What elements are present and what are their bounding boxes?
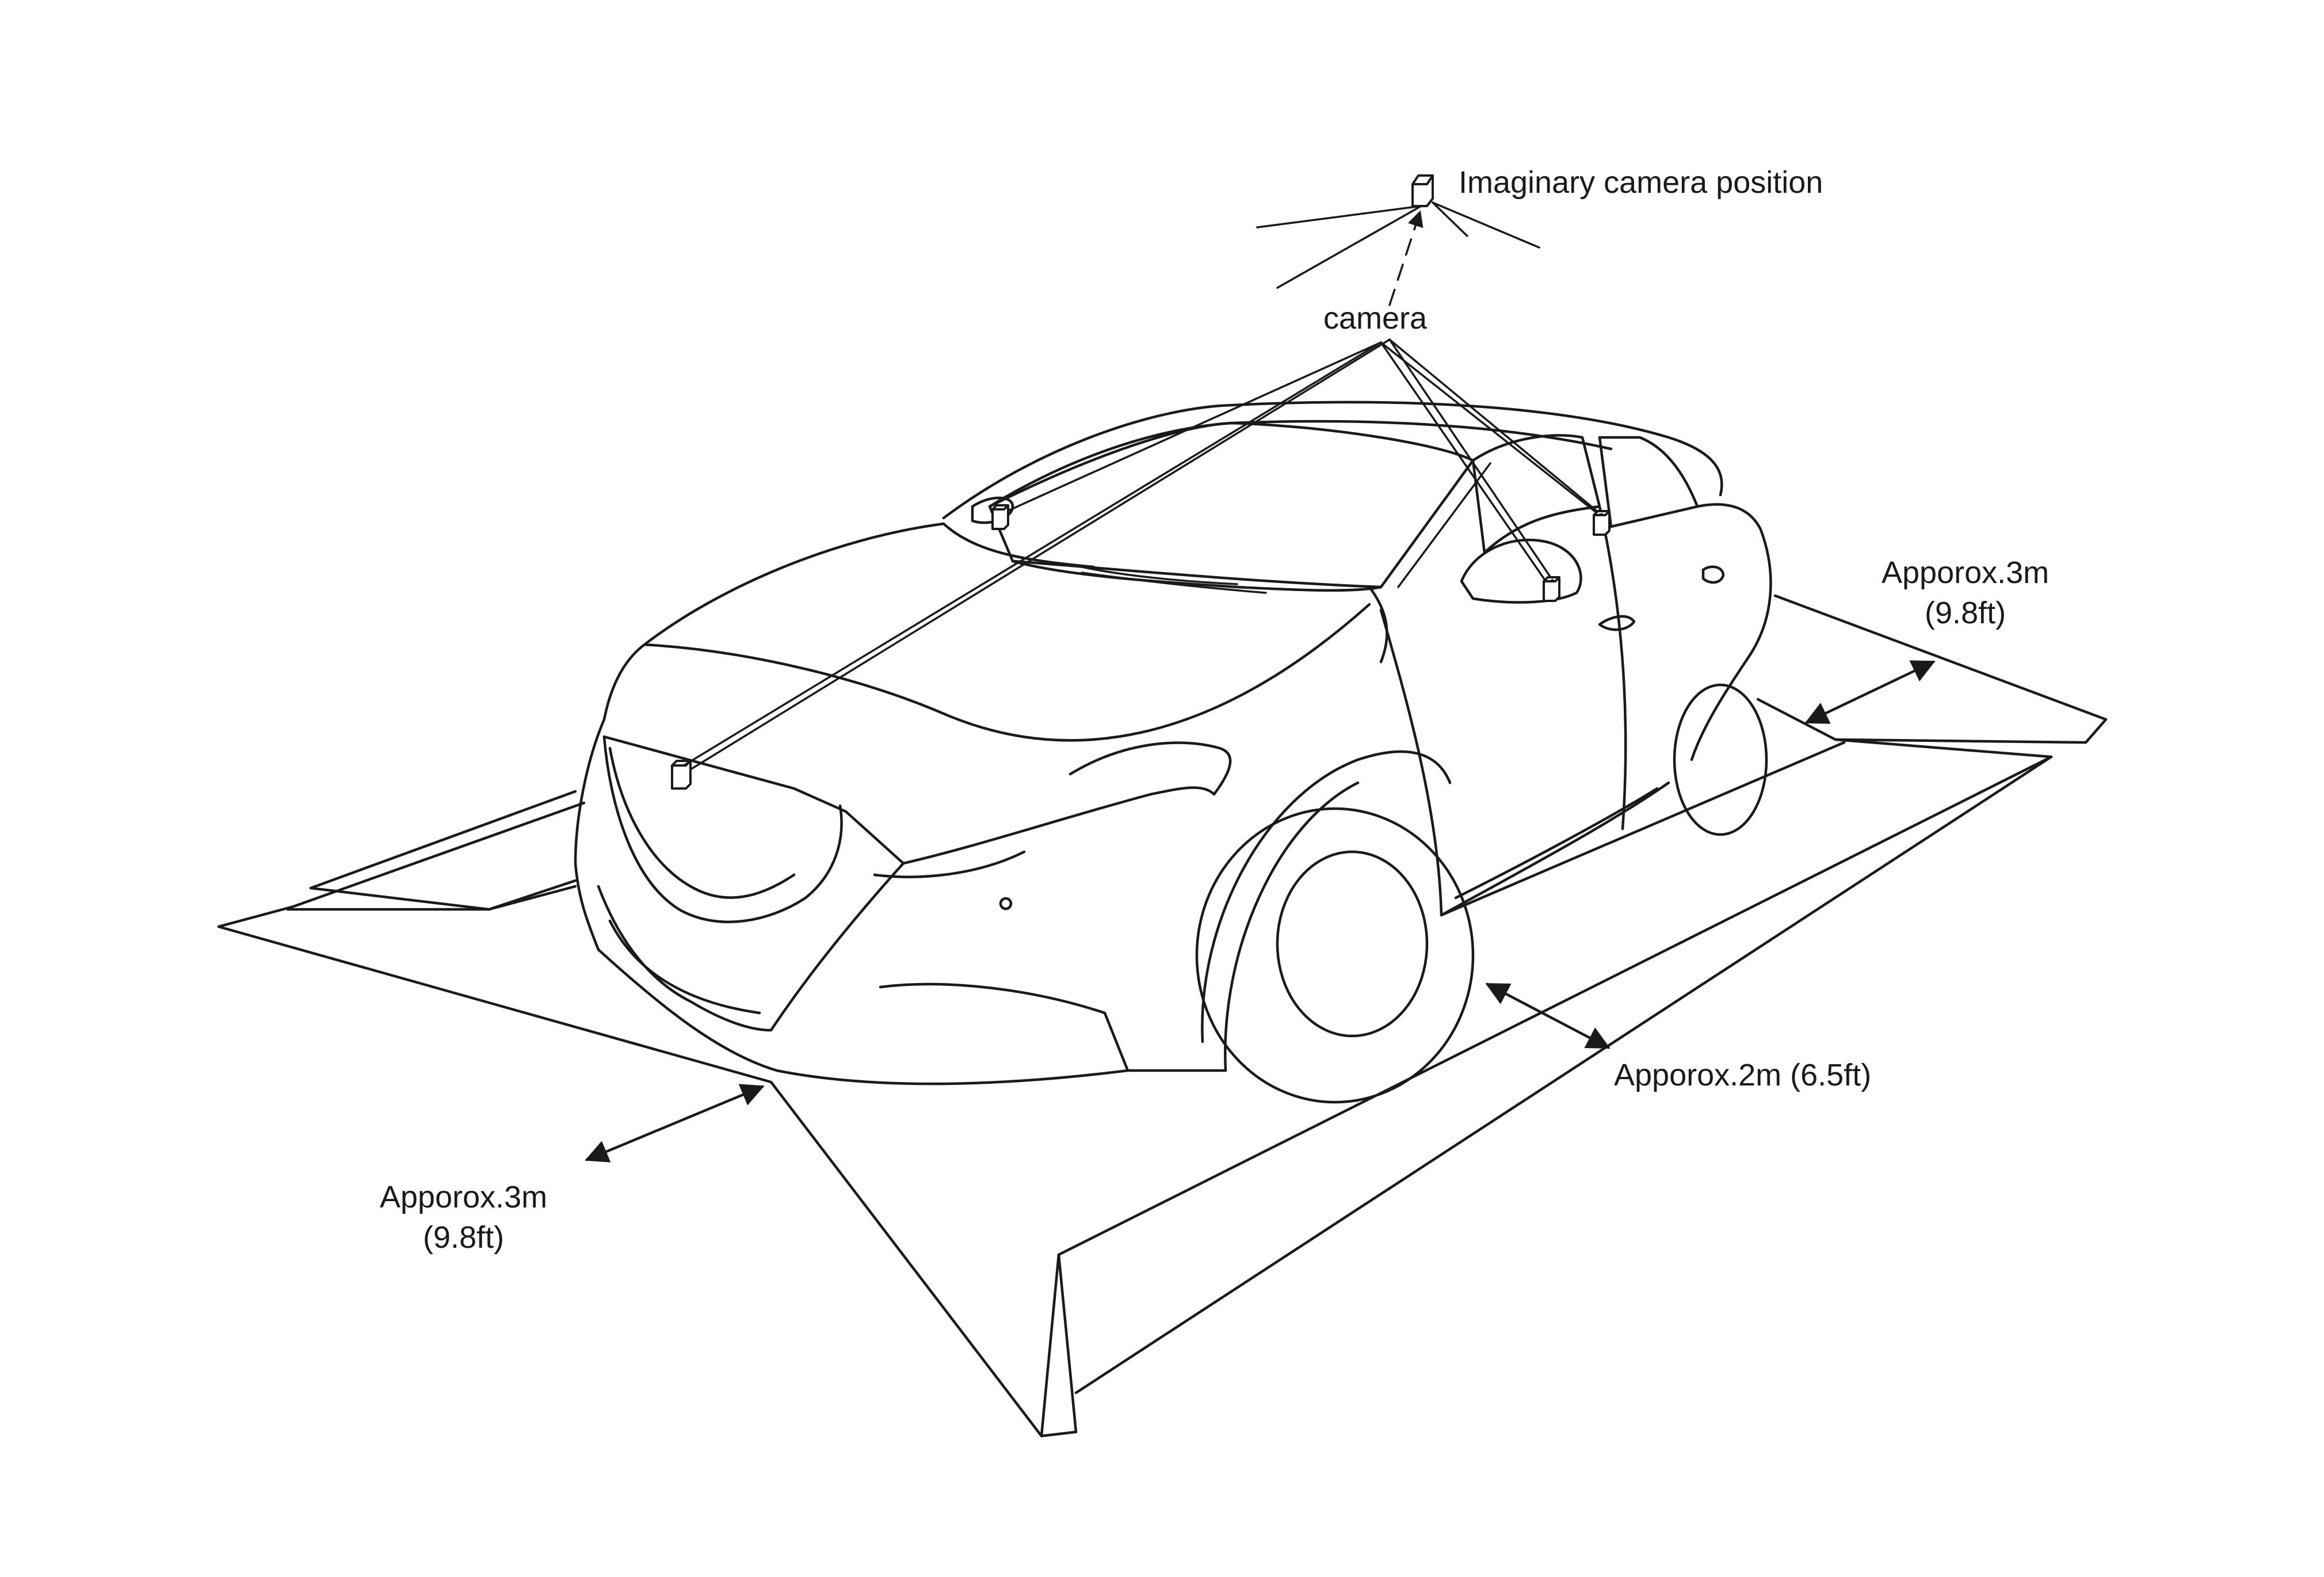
front-left-inner [309,790,577,890]
side-window-rear [1598,436,1699,528]
fuel-cap [1701,565,1725,584]
front-range-arrow [585,1084,765,1163]
view-ray-right [1432,201,1468,237]
headlight [902,786,1216,865]
side-inner-line [1440,741,1846,917]
dimension-arrows [585,660,1936,1163]
rear-zone-inner [1756,698,1837,741]
front-camera-icon [671,760,692,790]
rear-fender [1690,503,1772,761]
front-wheel-arch [1201,750,1452,1043]
rear-zone-outline [1773,594,2108,744]
parking-sensor [999,897,1013,911]
fog-light [879,982,1129,1072]
car-roofline [942,401,1723,520]
front-inner-edge [487,879,577,911]
side-coverage-bottom [1074,755,2053,1395]
side-range-label: Apporox.2m (6.5ft) [1614,1058,1872,1092]
rear-range-line2: (9.8ft) [1925,596,2006,631]
front-range-line1: Apporox.3m [380,1180,548,1214]
imaginary-camera-group [1256,174,1540,306]
side-window-front [1471,434,1601,554]
imaginary-camera-icon [1411,174,1434,207]
front-left-edge [309,886,491,911]
lower-grille [597,862,905,1032]
view-ray-right-far [1432,201,1540,249]
hood-outline [602,522,945,721]
windshield [988,421,1475,589]
side-coverage-front-edge [1040,1253,1060,1438]
callout-right-camera [1380,341,1549,585]
grille [602,735,843,924]
front-coverage-outer [217,925,1078,1438]
left-side-mirror [971,496,1014,524]
front-fascia [574,718,606,951]
side-range-arrow [1485,982,1611,1049]
callout-left-camera [997,341,1382,516]
door-handle-front [1598,615,1636,631]
side-sill [1440,781,1670,917]
imaginary-camera-label: Imaginary camera position [1459,165,1823,200]
view-ray-left-low [1276,205,1422,289]
rear-camera-icon [1593,510,1611,536]
coverage-zones [217,594,2108,1438]
door-line [1379,608,1443,917]
rear-tire [1673,683,1768,836]
callout-front-camera [678,341,1382,770]
front-range-label: Apporox.3m (9.8ft) [380,1177,547,1258]
camera-label: camera [1323,301,1428,336]
rear-range-label: Apporox.3m (9.8ft) [1882,553,2049,633]
right-side-mirror [1460,538,1582,604]
front-range-line2: (9.8ft) [423,1220,505,1255]
right-mirror-camera-icon [1543,576,1560,602]
rear-range-line1: Apporox.3m [1882,555,2050,590]
left-mirror-camera-icon [991,504,1009,530]
dashed-camera-link [1388,210,1424,306]
camera-blocks [671,504,1611,790]
car-illustration [574,401,1772,1104]
front-left-zone [217,801,586,928]
camera-callouts [678,338,1606,772]
callout-rear-camera [1380,341,1601,516]
rear-range-arrow [1804,660,1936,724]
front-rim [1276,850,1429,1038]
front-tire [1195,807,1475,1104]
side-coverage-outer [1057,738,2053,1434]
view-ray-left [1256,205,1422,228]
